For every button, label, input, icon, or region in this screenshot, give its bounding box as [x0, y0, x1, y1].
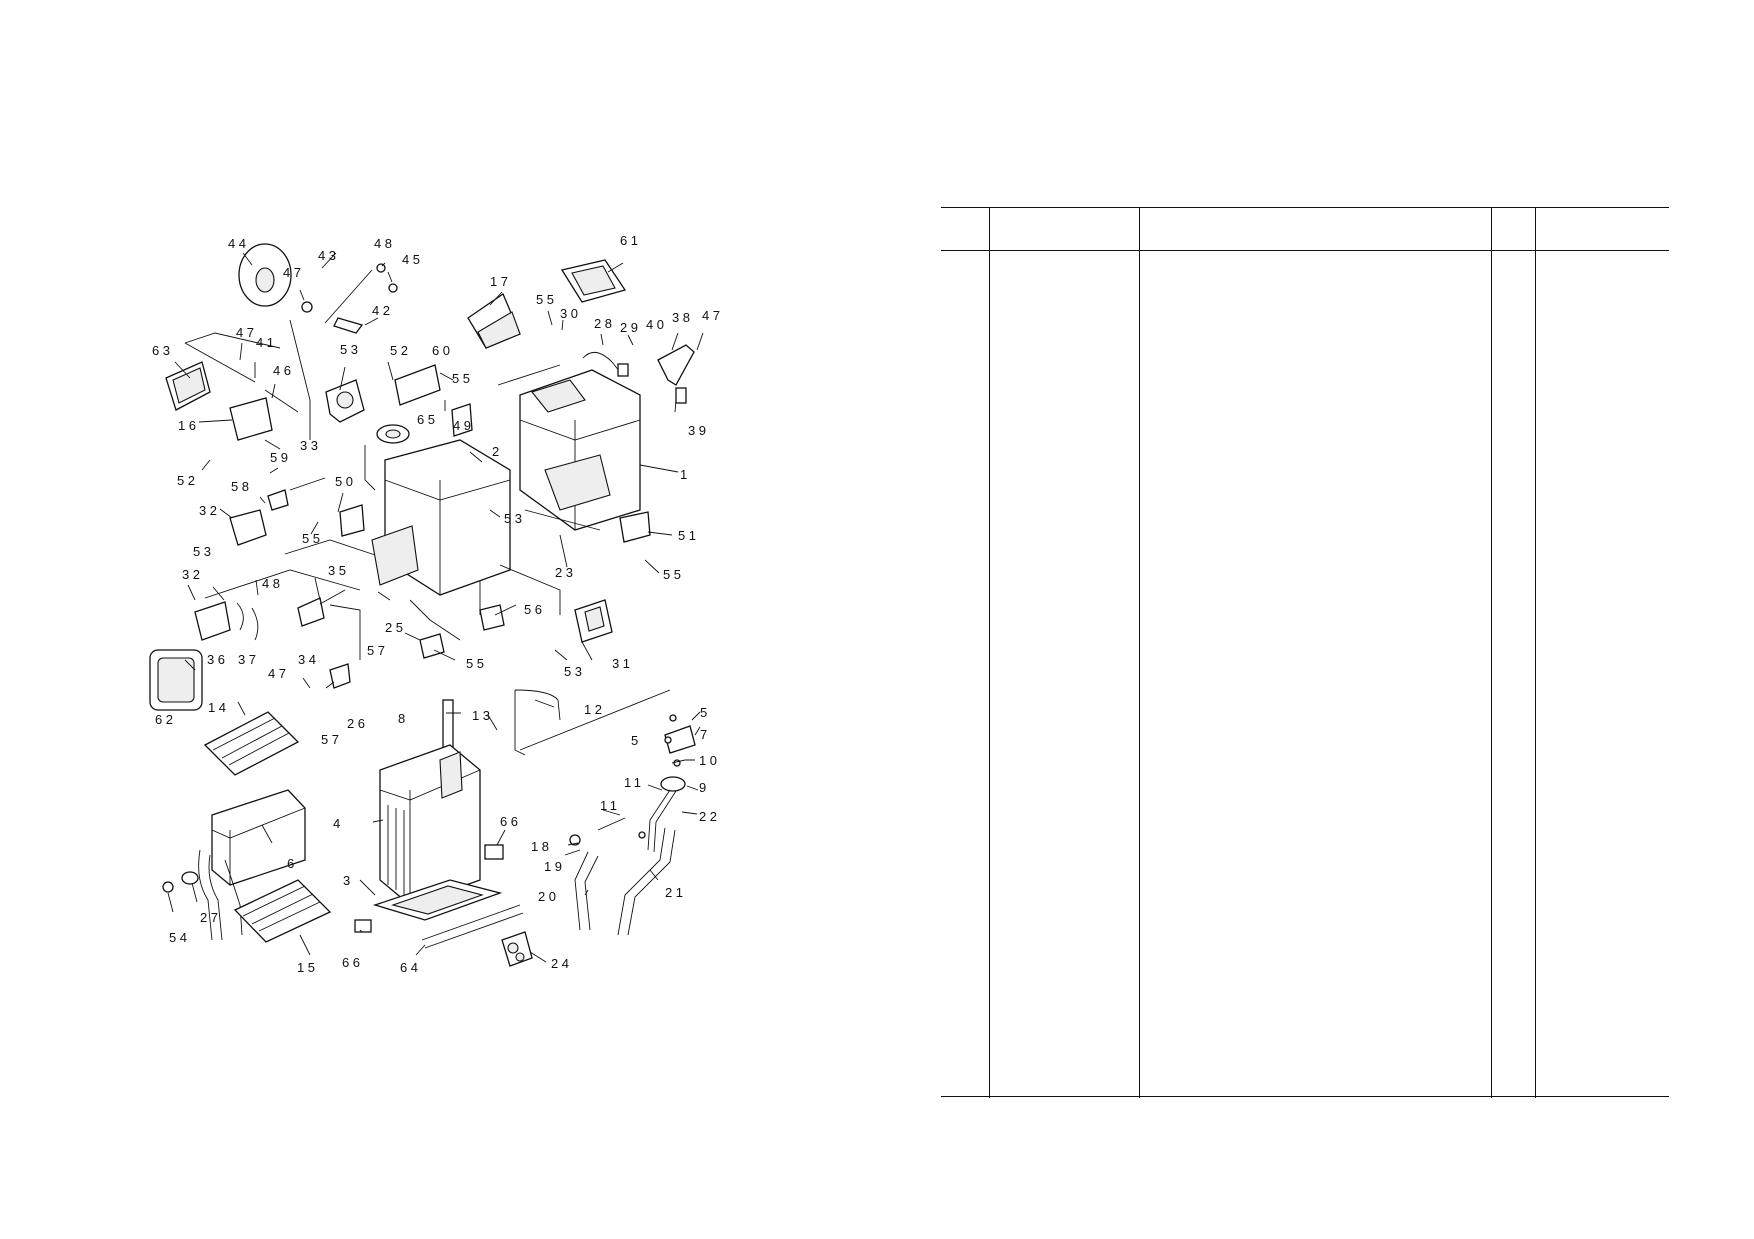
- callout-label: 55: [536, 292, 557, 307]
- callout-label: 55: [302, 531, 323, 546]
- callout-label: 18: [531, 839, 552, 854]
- callout-label: 57: [321, 732, 342, 747]
- callout-label: 50: [335, 474, 356, 489]
- callout-label: 60: [432, 343, 453, 358]
- leader-lines: [167, 252, 704, 963]
- callout-label: 32: [199, 503, 220, 518]
- callout-label: 41: [256, 335, 277, 350]
- table-column-divider: [989, 207, 990, 1098]
- callout-label: 5: [631, 733, 642, 748]
- callout-label: 47: [236, 325, 257, 340]
- callout-label: 44: [228, 236, 249, 251]
- table-column-divider: [1491, 207, 1492, 1098]
- callout-label: 26: [347, 716, 368, 731]
- callout-label: 55: [663, 567, 684, 582]
- callout-label: 36: [207, 652, 228, 667]
- callout-label: 3: [343, 873, 354, 888]
- callout-label: 52: [390, 343, 411, 358]
- callout-label: 53: [193, 544, 214, 559]
- callout-label: 46: [273, 363, 294, 378]
- callout-label: 49: [453, 418, 474, 433]
- table-bottom-rule: [941, 1096, 1669, 1097]
- callout-label: 48: [262, 576, 283, 591]
- callout-label: 34: [298, 652, 319, 667]
- callout-label: 9: [699, 780, 710, 795]
- callout-label: 63: [152, 343, 173, 358]
- callout-label: 16: [178, 418, 199, 433]
- callout-label: 61: [620, 233, 641, 248]
- callout-label: 23: [555, 565, 576, 580]
- callout-label: 37: [238, 652, 259, 667]
- callout-label: 20: [538, 889, 559, 904]
- callout-label: 25: [385, 620, 406, 635]
- callout-label: 27: [200, 910, 221, 925]
- callout-label: 12: [584, 702, 605, 717]
- callout-label: 21: [665, 885, 686, 900]
- part-evaporator: [379, 744, 481, 906]
- callout-label: 47: [283, 265, 304, 280]
- callout-label: 47: [702, 308, 723, 323]
- callout-label: 56: [524, 602, 545, 617]
- callout-label: 62: [155, 712, 176, 727]
- callout-label: 48: [374, 236, 395, 251]
- callout-label: 51: [678, 528, 699, 543]
- callout-label: 66: [342, 955, 363, 970]
- callout-label: 40: [646, 317, 667, 332]
- callout-label: 45: [402, 252, 423, 267]
- callout-label: 11: [624, 775, 645, 790]
- callout-label: 4: [333, 816, 344, 831]
- callout-label: 2: [492, 444, 503, 459]
- callout-label: 53: [504, 511, 525, 526]
- callout-label: 8: [398, 711, 409, 726]
- callout-label: 54: [169, 930, 190, 945]
- callout-label: 57: [367, 643, 388, 658]
- callout-label: 38: [672, 310, 693, 325]
- exploded-parts-diagram: 44 47 43 48 45 42 17 61 55 30 28 29 40 3…: [149, 233, 723, 975]
- callout-label: 55: [452, 371, 473, 386]
- callout-label: 10: [699, 753, 720, 768]
- callout-label: 32: [182, 567, 203, 582]
- table-top-rule: [941, 207, 1669, 208]
- callout-label: 11: [600, 798, 621, 813]
- callout-label: 24: [551, 956, 572, 971]
- callout-label: 5: [700, 705, 711, 720]
- callout-label: 64: [400, 960, 421, 975]
- table-column-divider: [1139, 207, 1140, 1098]
- callout-label: 53: [340, 342, 361, 357]
- callout-label: 66: [500, 814, 521, 829]
- callout-label: 13: [472, 708, 493, 723]
- callout-label: 52: [177, 473, 198, 488]
- callout-label: 28: [594, 316, 615, 331]
- callout-label: 1: [680, 467, 691, 482]
- callout-label: 35: [328, 563, 349, 578]
- callout-label: 33: [300, 438, 321, 453]
- diagram-parts: [149, 243, 696, 967]
- callout-label: 53: [564, 664, 585, 679]
- callout-label: 39: [688, 423, 709, 438]
- parts-table: [941, 207, 1669, 1098]
- callout-label: 43: [318, 248, 339, 263]
- callout-label: 30: [560, 306, 581, 321]
- callout-label: 19: [544, 859, 565, 874]
- callout-labels: 44 47 43 48 45 42 17 61 55 30 28 29 40 3…: [152, 233, 723, 975]
- callout-label: 15: [297, 960, 318, 975]
- callout-label: 58: [231, 479, 252, 494]
- callout-label: 65: [417, 412, 438, 427]
- callout-label: 59: [270, 450, 291, 465]
- callout-label: 17: [490, 274, 511, 289]
- callout-label: 55: [466, 656, 487, 671]
- callout-label: 42: [372, 303, 393, 318]
- callout-label: 7: [700, 727, 711, 742]
- callout-label: 22: [699, 809, 720, 824]
- callout-label: 29: [620, 320, 641, 335]
- callout-label: 31: [612, 656, 633, 671]
- callout-label: 6: [287, 856, 298, 871]
- table-header-rule: [941, 250, 1669, 251]
- callout-label: 14: [208, 700, 229, 715]
- part-heater-core: [211, 789, 306, 886]
- callout-label: 47: [268, 666, 289, 681]
- table-column-divider: [1535, 207, 1536, 1098]
